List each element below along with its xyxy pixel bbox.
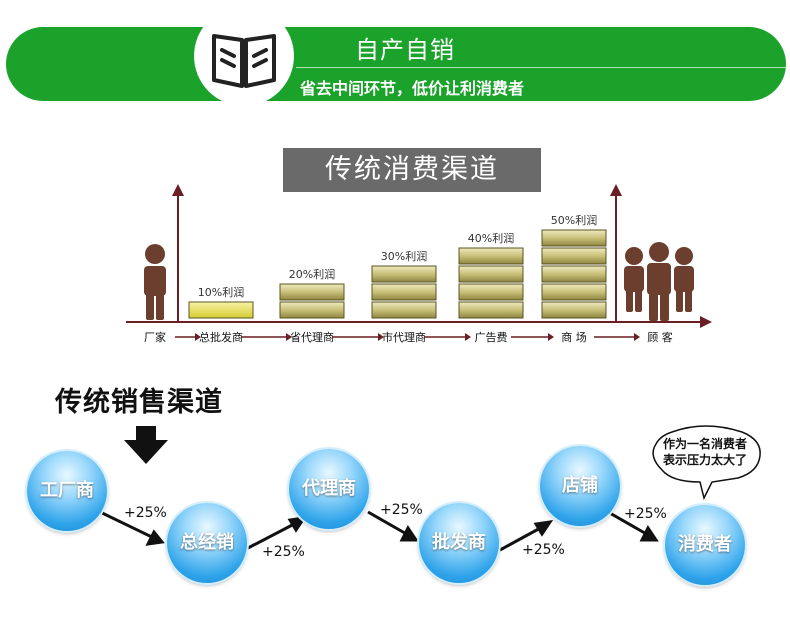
node-factory: 工厂商 [27, 451, 107, 531]
open-book-icon [212, 34, 276, 88]
profit-bar-tier [541, 229, 607, 247]
horizontal-axis-arrowhead [700, 316, 712, 328]
profit-bar-tier [541, 301, 607, 319]
flow-arrow-2-head [287, 516, 308, 533]
down-arrow-icon [124, 426, 168, 464]
chain-label: 商 场 [561, 330, 587, 344]
profit-bar-label: 20%利润 [289, 267, 335, 281]
chain-label: 省代理商 [290, 330, 334, 344]
flow-arrow-4-head [533, 520, 554, 537]
speech-line-2: 表示压力太大了 [662, 453, 747, 467]
profit-bar-label: 30%利润 [381, 249, 427, 263]
node-wholesaler: 批发商 [419, 503, 499, 583]
profit-bar-tier [458, 301, 524, 319]
markup-label-5: +25% [624, 506, 667, 522]
banner-subtitle: 省去中间环节，低价让利消费者 [300, 79, 525, 98]
profit-bar-tier [371, 265, 437, 283]
flow-arrow-5-head [639, 525, 659, 542]
speech-line-1: 作为一名消费者 [662, 437, 747, 451]
chain-arrowhead [548, 333, 554, 341]
speech-bubble [652, 425, 761, 501]
chain-arrowhead [286, 333, 292, 341]
left-axis-arrowhead [172, 184, 184, 196]
chain-arrowhead [378, 333, 384, 341]
profit-bar-tier [188, 301, 254, 319]
profit-bar-label: 10%利润 [198, 285, 244, 299]
flow-arrow-2 [247, 520, 299, 550]
customers-group-icon [624, 242, 694, 321]
chain-label: 厂家 [144, 330, 166, 344]
profit-bar-tier [541, 283, 607, 301]
banner-title: 自产自销 [355, 36, 455, 64]
node-general-distributor: 总经销 [167, 503, 247, 583]
profit-bar-tier [371, 301, 437, 319]
markup-label-2: +25% [262, 544, 305, 560]
manufacturer-person-icon [144, 244, 166, 320]
flow-arrow-4 [499, 524, 545, 552]
profit-bar-tier [279, 301, 345, 319]
right-axis-arrowhead [610, 184, 622, 196]
flow-arrow-5 [607, 510, 651, 538]
profit-bar-label: 40%利润 [468, 231, 514, 245]
header-banner [6, 27, 786, 101]
chain-arrowhead [195, 333, 201, 341]
profit-bar-tier [458, 247, 524, 265]
node-consumer: 消费者 [665, 505, 745, 585]
chain-arrowhead [465, 333, 471, 341]
speech-bubble-text: 作为一名消费者 表示压力太大了 [650, 432, 760, 478]
chain-label: 市代理商 [382, 330, 426, 344]
profit-bar-label: 50%利润 [551, 213, 597, 227]
banner-divider [296, 67, 786, 68]
chain-label: 顾 客 [647, 330, 673, 344]
flow-arrow-1 [95, 508, 159, 542]
node-store: 店铺 [540, 446, 620, 526]
markup-label-4: +25% [522, 542, 565, 558]
chain-arrowhead [634, 333, 640, 341]
flow-arrow-3 [367, 510, 411, 538]
flow-arrow-1-head [145, 529, 165, 546]
profit-bar-tier [371, 283, 437, 301]
flow-arrow-3-head [399, 525, 419, 542]
profit-bar-tier [541, 265, 607, 283]
profit-bar-tier [279, 283, 345, 301]
profit-bar-tier [458, 265, 524, 283]
markup-label-1: +25% [124, 505, 167, 521]
profit-staircase-diagram: 10%利润 20%利润 30%利润 40%利润 50%利润 厂家 总批发商 省代理商 市代理商… [126, 184, 712, 344]
profit-bar-tier [541, 247, 607, 265]
chain-label: 广告费 [475, 331, 508, 344]
markup-label-3: +25% [380, 502, 423, 518]
profit-bar-tier [458, 283, 524, 301]
sales-channel-title: 传统销售渠道 [55, 387, 223, 418]
node-agent: 代理商 [289, 449, 369, 529]
chain-label: 总批发商 [199, 330, 243, 344]
consumer-channel-title: 传统消费渠道 [283, 148, 541, 192]
